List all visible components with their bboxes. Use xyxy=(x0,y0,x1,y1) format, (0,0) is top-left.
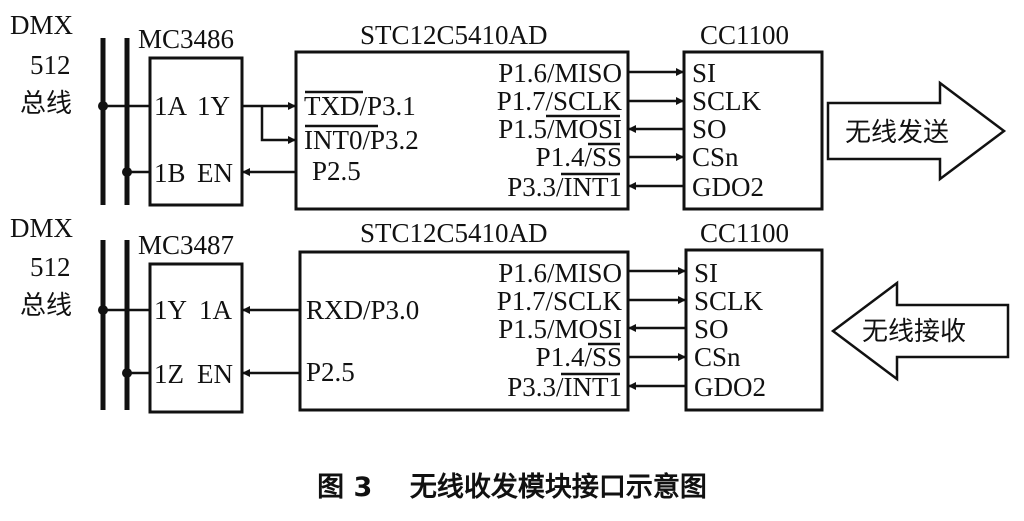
top-rf-title: CC1100 xyxy=(700,20,789,50)
bottom-receive-arrow xyxy=(830,280,1010,382)
bottom-mcu-pin-rxd: RXD/P3.0 xyxy=(306,295,419,325)
top-mcu-pin-int0: INT0/P3.2 xyxy=(304,125,419,155)
top-rf-pin-gdo2: GDO2 xyxy=(692,172,764,202)
bottom-bus-label-line1: DMX xyxy=(10,213,74,243)
top-bus-label-line1: DMX xyxy=(10,10,74,40)
bottom-mcu-pin-p25: P2.5 xyxy=(306,357,355,387)
bottom-rf-pin-csn: CSn xyxy=(694,342,741,372)
top-rf-pin-si: SI xyxy=(692,58,716,88)
top-mcu-box xyxy=(294,50,630,211)
figure-caption: 图 3 无线收发模块接口示意图 xyxy=(317,471,707,503)
top-rf-pin-so: SO xyxy=(692,114,727,144)
bottom-transceiver-box xyxy=(148,262,244,414)
bottom-rf-pin-gdo2: GDO2 xyxy=(694,372,766,402)
top-rf-pin-csn: CSn xyxy=(692,142,739,172)
bottom-transceiver-pin-en: EN xyxy=(197,359,233,389)
top-transceiver-pin-y: 1Y xyxy=(197,91,230,121)
bottom-transceiver-pin-y: 1Y xyxy=(154,295,187,325)
top-mcu-pin-mosi: P1.5/MOSI xyxy=(498,114,622,144)
top-mcu-title: STC12C5410AD xyxy=(360,20,548,50)
top-mcu-pin-miso: P1.6/MISO xyxy=(498,58,622,88)
bottom-rf-title: CC1100 xyxy=(700,218,789,248)
bottom-mcu-pin-miso: P1.6/MISO xyxy=(498,258,622,288)
bottom-bus-label-line2: 512 xyxy=(30,252,71,282)
bottom-mcu-title: STC12C5410AD xyxy=(360,218,548,248)
top-section: DMX 512 总线 MC3486 1A 1Y 1B EN STC12C5410… xyxy=(10,10,1007,211)
top-bus-label-line2: 512 xyxy=(30,50,71,80)
bottom-mcu-box xyxy=(298,250,630,412)
bottom-mcu-pin-mosi: P1.5/MOSI xyxy=(498,314,622,344)
bottom-transceiver-pin-z: 1Z xyxy=(154,359,184,389)
bottom-receive-arrow-label: 无线接收 xyxy=(862,317,966,347)
top-mcu-pin-ss: P1.4/SS xyxy=(536,142,622,172)
top-wire-int0 xyxy=(260,106,296,144)
bottom-mcu-pin-int1: P3.3/INT1 xyxy=(507,372,622,402)
top-mcu-pin-sclk: P1.7/SCLK xyxy=(497,86,623,116)
top-transceiver-pin-a: 1A xyxy=(154,91,188,121)
bottom-rf-pin-sclk: SCLK xyxy=(694,286,764,316)
top-mcu-pin-p25: P2.5 xyxy=(312,156,361,186)
top-transceiver-pin-en: EN xyxy=(197,158,233,188)
top-bus-label-line3: 总线 xyxy=(20,89,72,119)
top-send-arrow-label: 无线发送 xyxy=(845,118,949,148)
top-mcu-pin-txd: TXD/P3.1 xyxy=(304,91,416,121)
bottom-rf-pin-si: SI xyxy=(694,258,718,288)
top-mcu-pin-int1: P3.3/INT1 xyxy=(507,172,622,202)
bottom-rf-pin-so: SO xyxy=(694,314,729,344)
bottom-rf-box xyxy=(684,248,824,412)
bottom-bus-label-line3: 总线 xyxy=(20,291,72,321)
bottom-transceiver-title: MC3487 xyxy=(138,230,234,260)
top-rf-box xyxy=(682,50,824,211)
top-transceiver-box xyxy=(148,56,244,207)
bottom-section: DMX 512 总线 MC3487 1Y 1A 1Z EN STC12C5410… xyxy=(10,213,1010,414)
top-transceiver-title: MC3486 xyxy=(138,24,234,54)
top-send-arrow xyxy=(826,80,1007,182)
bottom-mcu-pin-sclk: P1.7/SCLK xyxy=(497,286,623,316)
top-transceiver-pin-b: 1B xyxy=(154,158,186,188)
bottom-transceiver-pin-a: 1A xyxy=(199,295,233,325)
bottom-mcu-pin-ss: P1.4/SS xyxy=(536,342,622,372)
top-rf-pin-sclk: SCLK xyxy=(692,86,762,116)
